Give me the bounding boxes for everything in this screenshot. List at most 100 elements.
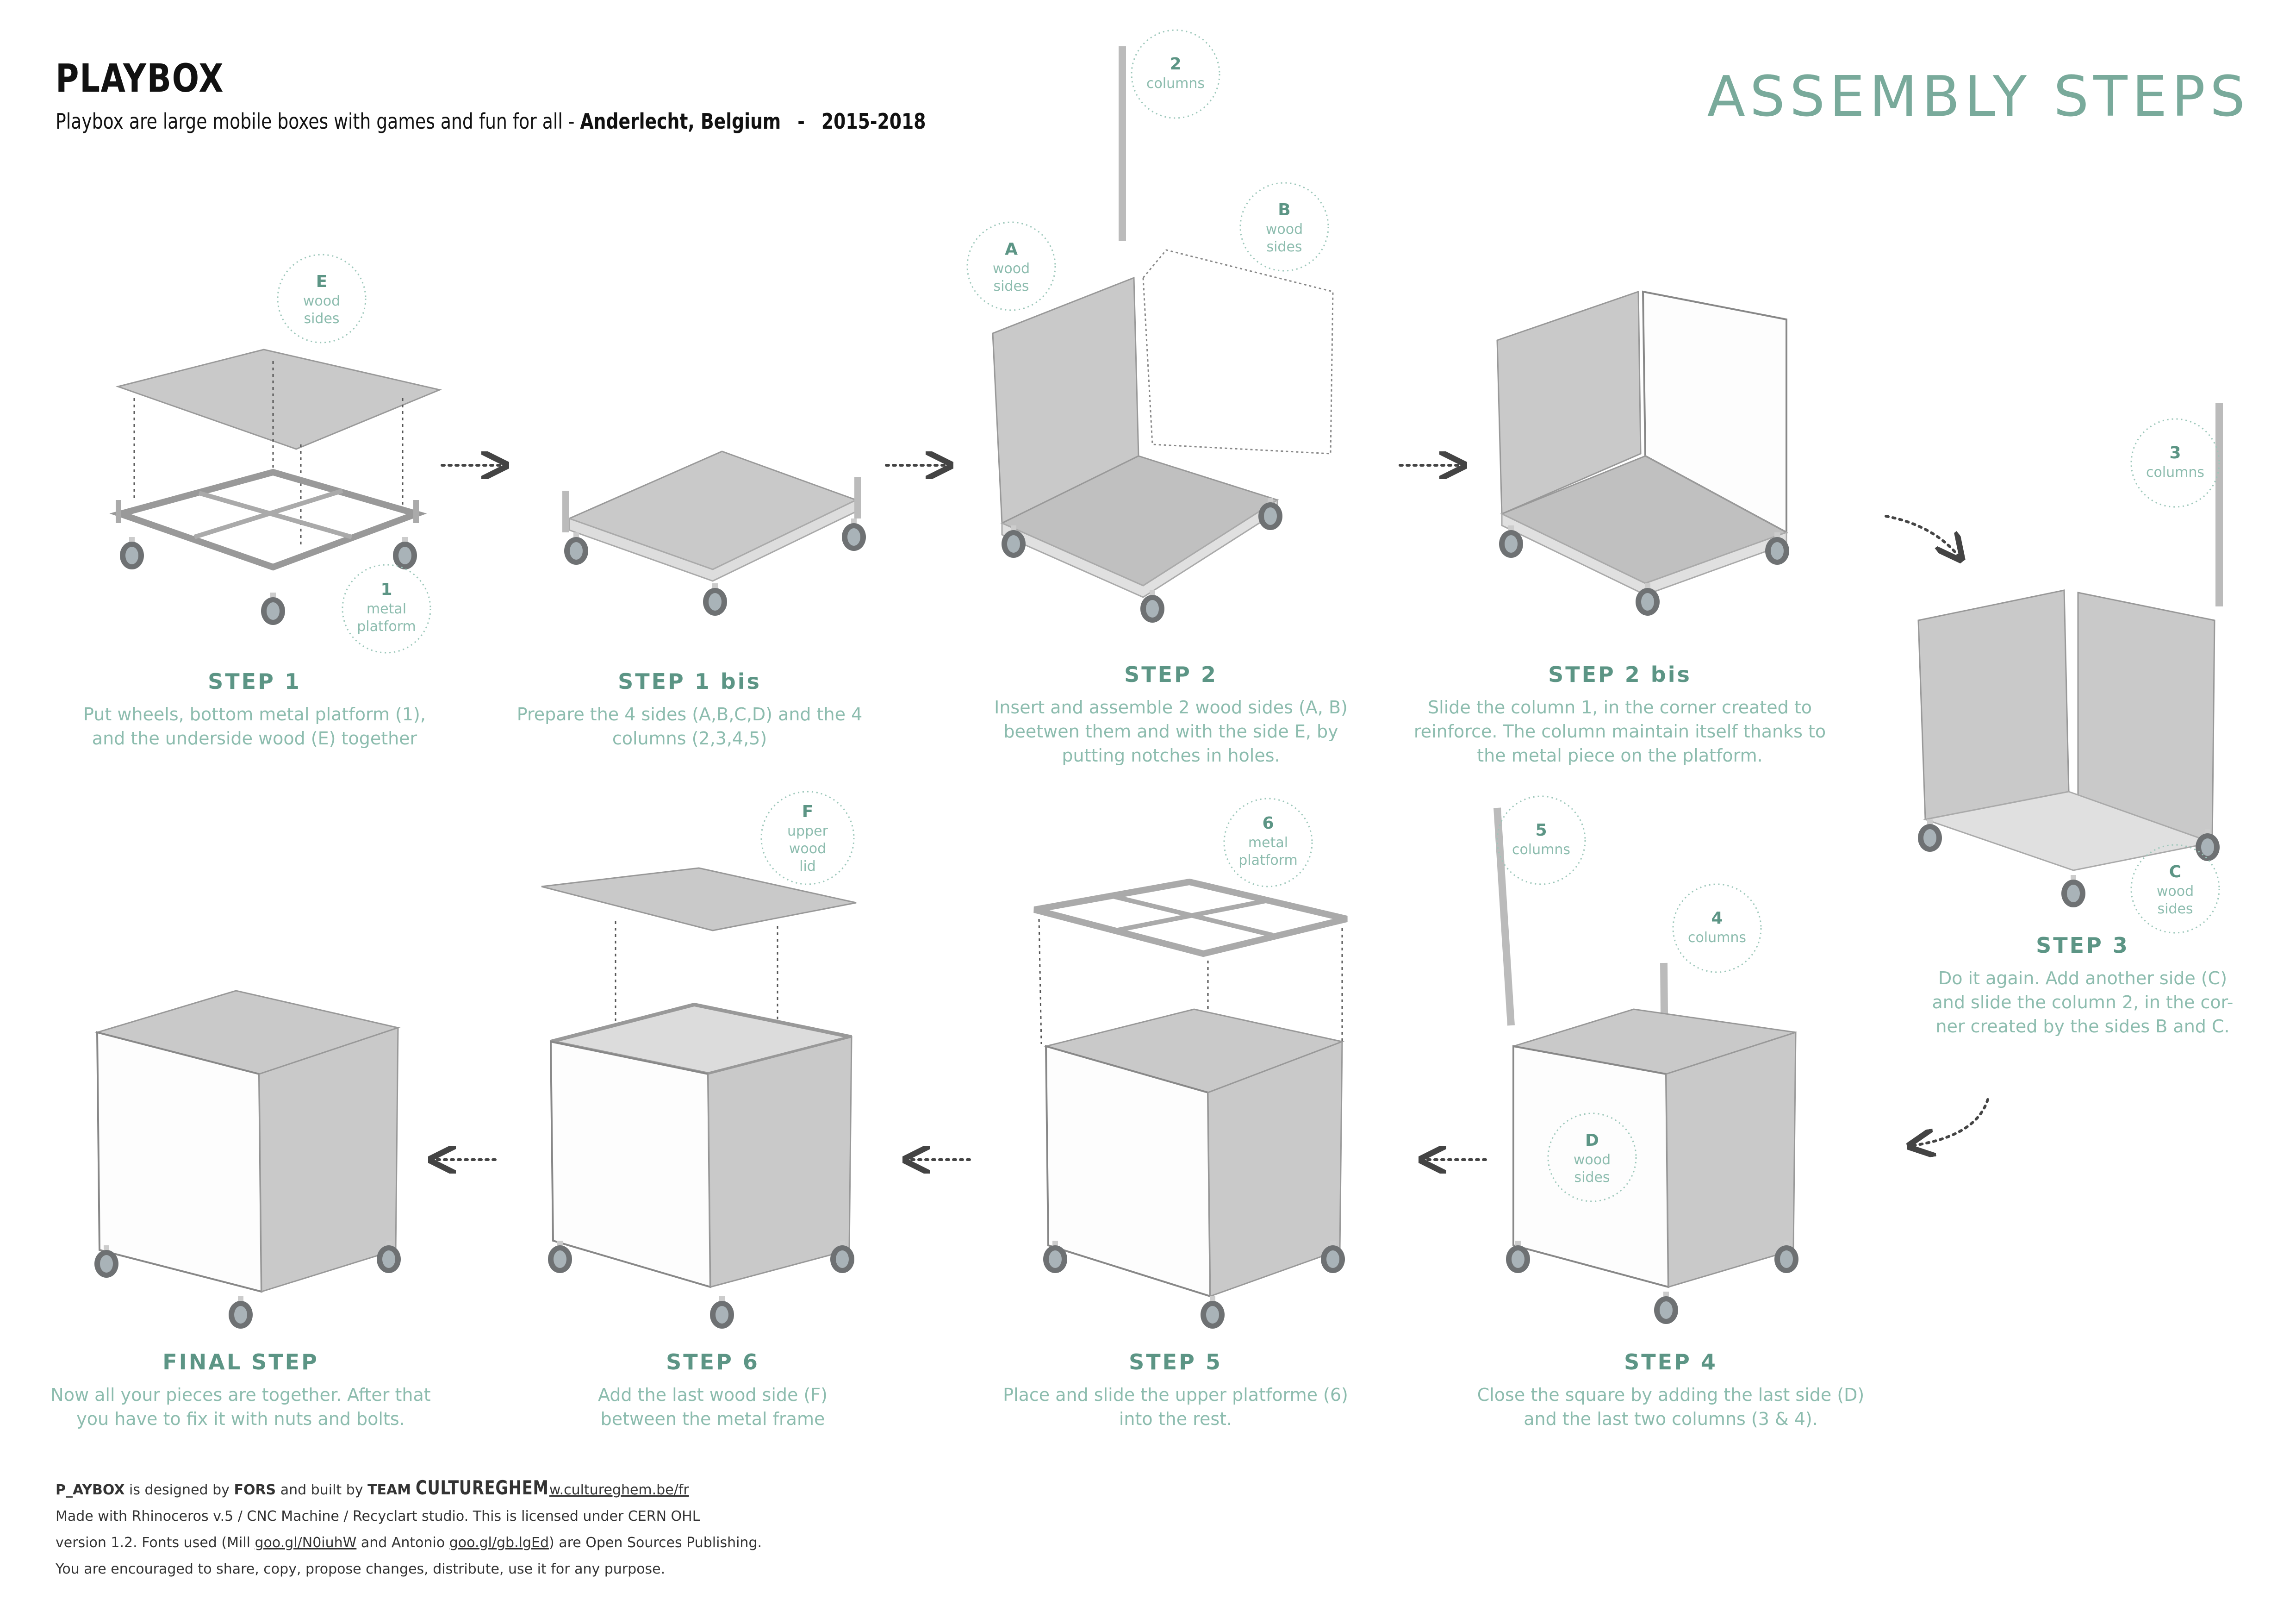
footer-designer: FORS	[234, 1482, 276, 1498]
label-c-wood-sides: C wood sides	[2131, 845, 2219, 933]
step-desc-line: into the rest.	[986, 1407, 1365, 1431]
step-desc-line: Close the square by adding the last side…	[1472, 1383, 1870, 1407]
footer-font-link-1[interactable]: goo.gl/N0iuhW	[255, 1535, 357, 1551]
step-title: STEP 3	[1916, 933, 2249, 958]
step-desc-line: the metal piece on the platform.	[1412, 743, 1828, 768]
footer-font-link-2[interactable]: goo.gl/gb.lgEd	[449, 1535, 549, 1551]
caption-step4: STEP 4 Close the square by adding the la…	[1472, 1349, 1870, 1431]
svg-text:C: C	[2169, 862, 2181, 881]
svg-text:E: E	[316, 272, 328, 291]
svg-text:lid: lid	[799, 858, 816, 874]
step-title: STEP 6	[528, 1349, 898, 1374]
cultureghem-logo: CULTUREGHEM	[416, 1474, 549, 1501]
label-a-wood-sides: A wood sides	[967, 222, 1055, 310]
caption-step2bis: STEP 2 bis Slide the column 1, in the co…	[1412, 662, 1828, 768]
footer-line-4: You are encouraged to share, copy, propo…	[56, 1556, 762, 1582]
svg-text:3: 3	[2169, 443, 2181, 462]
step-desc-line: Do it again. Add another side (C)	[1916, 966, 2249, 990]
svg-text:wood: wood	[1574, 1152, 1611, 1168]
step-desc-line: Now all your pieces are together. After …	[42, 1383, 440, 1407]
footer-url-link[interactable]: w.cultureghem.be/fr	[549, 1482, 689, 1498]
svg-text:A: A	[1005, 240, 1018, 259]
step-title: STEP 1 bis	[500, 669, 879, 694]
step-desc-line: between the metal frame	[528, 1407, 898, 1431]
step-desc-line: Slide the column 1, in the corner create…	[1412, 695, 1828, 719]
svg-text:columns: columns	[1512, 842, 1570, 858]
label-5-columns: 5 columns	[1497, 796, 1585, 884]
step-desc-line: Place and slide the upper platforme (6)	[986, 1383, 1365, 1407]
label-2-columns: 2 columns	[1132, 30, 1220, 118]
caption-final-step: FINAL STEP Now all your pieces are toget…	[42, 1349, 440, 1431]
svg-text:metal: metal	[367, 601, 406, 617]
caption-step1: STEP 1 Put wheels, bottom metal platform…	[65, 669, 444, 750]
step-title: FINAL STEP	[42, 1349, 440, 1374]
svg-text:sides: sides	[304, 311, 339, 327]
label-4-columns: 4 columns	[1673, 884, 1761, 972]
step-desc-line: you have to fix it with nuts and bolts.	[42, 1407, 440, 1431]
label-f-upper-wood-lid: F upper wood lid	[761, 792, 854, 884]
label-3-columns: 3 columns	[2131, 419, 2219, 507]
svg-text:wood: wood	[303, 293, 340, 309]
svg-text:metal: metal	[1248, 835, 1288, 851]
step-desc-line: and slide the column 2, in the cor-	[1916, 990, 2249, 1014]
step-desc-line: reinforce. The column maintain itself th…	[1412, 719, 1828, 743]
step-desc-line: Add the last wood side (F)	[528, 1383, 898, 1407]
svg-text:2: 2	[1170, 55, 1181, 74]
svg-text:platform: platform	[357, 618, 416, 635]
svg-text:D: D	[1585, 1131, 1599, 1150]
step2-illustration	[993, 46, 1333, 623]
svg-text:columns: columns	[2146, 464, 2204, 481]
step-desc-line: and the last two columns (3 & 4).	[1472, 1407, 1870, 1431]
step-desc-line: Insert and assemble 2 wood sides (A, B)	[967, 695, 1375, 719]
step-desc-line: and the underside wood (E) together	[65, 726, 444, 750]
step-title: STEP 5	[986, 1349, 1365, 1374]
step5-illustration	[1034, 882, 1347, 1329]
step-desc-line: columns (2,3,4,5)	[500, 726, 879, 750]
caption-step3: STEP 3 Do it again. Add another side (C)…	[1916, 933, 2249, 1038]
step-title: STEP 1	[65, 669, 444, 694]
svg-text:1: 1	[380, 580, 392, 599]
svg-text:wood: wood	[789, 841, 826, 857]
step-title: STEP 4	[1472, 1349, 1870, 1374]
svg-text:6: 6	[1262, 814, 1274, 833]
step1bis-illustration	[562, 451, 866, 616]
svg-text:wood: wood	[1266, 221, 1303, 237]
step-desc-line: beetwen them and with the side E, by	[967, 719, 1375, 743]
label-1-metal-platform: 1 metal platform	[342, 565, 430, 653]
footer-line-3: version 1.2. Fonts used (Mill goo.gl/N0i…	[56, 1530, 762, 1556]
step-desc-line: ner created by the sides B and C.	[1916, 1014, 2249, 1038]
step4-illustration	[1497, 808, 1798, 1324]
step1-wood-panel-e	[118, 350, 440, 449]
caption-step6: STEP 6 Add the last wood side (F) betwee…	[528, 1349, 898, 1431]
step2-side-b	[1143, 250, 1333, 454]
svg-text:sides: sides	[993, 278, 1029, 294]
svg-text:platform: platform	[1238, 852, 1297, 868]
step6-lid-f	[541, 868, 856, 931]
svg-text:columns: columns	[1688, 930, 1746, 946]
step-desc-line: Prepare the 4 sides (A,B,C,D) and the 4	[500, 702, 879, 726]
footer-line-2: Made with Rhinoceros v.5 / CNC Machine /…	[56, 1503, 762, 1530]
step-desc-line: Put wheels, bottom metal platform (1),	[65, 702, 444, 726]
svg-text:B: B	[1278, 200, 1290, 219]
footer-project-name: P_AYBOX	[56, 1482, 125, 1498]
footer-line-1: P_AYBOX is designed by FORS and built by…	[56, 1474, 762, 1503]
step-title: STEP 2	[967, 662, 1375, 687]
svg-text:columns: columns	[1146, 75, 1205, 92]
caption-step1bis: STEP 1 bis Prepare the 4 sides (A,B,C,D)…	[500, 669, 879, 750]
svg-text:wood: wood	[2157, 883, 2194, 899]
label-6-metal-platform: 6 metal platform	[1224, 799, 1312, 887]
caption-step5: STEP 5 Place and slide the upper platfor…	[986, 1349, 1365, 1431]
caption-step2: STEP 2 Insert and assemble 2 wood sides …	[967, 662, 1375, 768]
label-e-wood-sides: E wood sides	[278, 255, 366, 343]
svg-text:4: 4	[1711, 909, 1723, 928]
step1-metal-platform	[120, 472, 417, 567]
svg-text:wood: wood	[993, 261, 1030, 277]
footer-credits: P_AYBOX is designed by FORS and built by…	[56, 1474, 762, 1582]
step-desc-line: putting notches in holes.	[967, 743, 1375, 768]
svg-text:sides: sides	[1266, 239, 1302, 255]
final-illustration	[94, 991, 401, 1329]
step-title: STEP 2 bis	[1412, 662, 1828, 687]
svg-text:5: 5	[1535, 821, 1547, 840]
label-b-wood-sides: B wood sides	[1240, 183, 1328, 271]
svg-text:sides: sides	[1574, 1169, 1610, 1186]
